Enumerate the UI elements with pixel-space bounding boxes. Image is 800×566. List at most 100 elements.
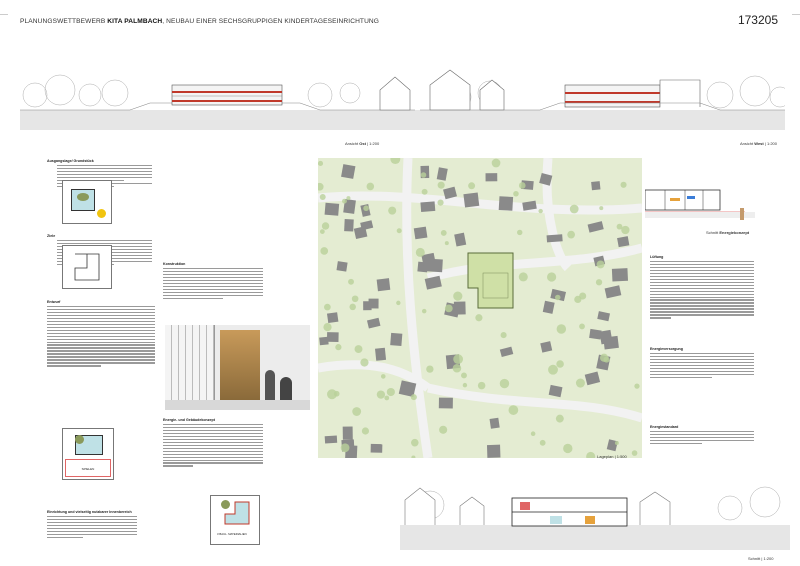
east-elevation-label: Ansicht Ost | 1:200 xyxy=(345,141,380,146)
energiestandard-section: Energiestandard xyxy=(650,425,754,444)
tree xyxy=(319,194,326,200)
neighbor-building xyxy=(498,196,514,211)
neighbor-building xyxy=(587,221,604,233)
crop-mark xyxy=(792,14,800,15)
tree xyxy=(320,247,329,255)
tree xyxy=(444,304,453,313)
neighbor-building xyxy=(366,317,381,329)
tree xyxy=(323,323,332,332)
section-energy-label: Schnitt Energiekonzept xyxy=(706,230,750,235)
tree xyxy=(361,427,370,435)
neighbor-building xyxy=(454,232,467,247)
tree xyxy=(348,278,354,285)
tree xyxy=(563,443,573,454)
heading: Energieversorgung xyxy=(650,347,683,351)
neighbor-building xyxy=(542,300,555,314)
tree xyxy=(366,182,375,191)
elevations-drawing xyxy=(20,69,785,130)
diagram-caption: 3 BAUL. MATERIALIEN xyxy=(217,532,247,536)
tree xyxy=(548,364,558,375)
tree xyxy=(453,354,464,365)
kita-building xyxy=(467,252,514,309)
tree xyxy=(318,182,324,191)
neighbor-building xyxy=(604,285,622,299)
east-elevation-building xyxy=(171,84,283,106)
neighbor-building xyxy=(546,234,563,243)
tree xyxy=(462,382,468,388)
tree xyxy=(360,358,369,367)
tree xyxy=(437,199,444,206)
neighbor-building xyxy=(324,435,338,444)
heading: Einrichtung und vielseitig nutzbarer Inn… xyxy=(47,510,132,514)
tree xyxy=(444,241,449,246)
neighbor-building xyxy=(376,278,391,292)
tree xyxy=(452,363,462,373)
tree xyxy=(556,324,567,334)
tree xyxy=(616,223,623,230)
tree xyxy=(621,225,630,235)
playground xyxy=(482,272,509,299)
tree xyxy=(396,228,402,234)
neighbor-building xyxy=(341,164,356,179)
tree xyxy=(596,260,605,269)
neighbor-building xyxy=(522,200,537,211)
building-section-drawing xyxy=(400,486,790,550)
road xyxy=(427,383,642,423)
einrichtung-section: Einrichtung und vielseitig nutzbarer Inn… xyxy=(47,510,137,538)
neighbor-building xyxy=(390,332,403,347)
road xyxy=(402,158,433,458)
lueftung-section: Lüftung xyxy=(650,255,754,319)
tree xyxy=(346,196,351,201)
tree xyxy=(508,405,519,415)
neighbor-building xyxy=(420,201,436,212)
tree xyxy=(574,295,582,304)
tree xyxy=(567,230,575,239)
neighbor-building xyxy=(463,192,480,208)
entry-number: 173205 xyxy=(737,13,778,27)
tree xyxy=(461,372,467,379)
tree xyxy=(386,387,395,397)
tree xyxy=(477,381,486,390)
massing-diagram xyxy=(62,245,112,289)
tree xyxy=(321,222,330,230)
neighbor-building xyxy=(540,341,553,353)
tree xyxy=(318,160,324,166)
tree xyxy=(468,182,476,190)
neighbor-building xyxy=(326,332,339,342)
tree xyxy=(599,353,609,362)
tree xyxy=(390,158,401,165)
tree xyxy=(420,172,427,178)
neighbor-building xyxy=(486,444,501,458)
tree xyxy=(500,332,507,339)
site-plan-label: Lageplan | 1:500 xyxy=(597,454,627,459)
spielen-label: SPIELEN xyxy=(65,459,111,477)
material-diagram: 3 BAUL. MATERIALIEN xyxy=(210,495,260,545)
tree xyxy=(538,208,543,214)
tree xyxy=(411,455,416,458)
neighbor-building xyxy=(443,186,458,200)
neighbor-building xyxy=(438,397,453,409)
neighbor-building xyxy=(548,384,563,398)
road xyxy=(426,243,642,283)
tree xyxy=(586,451,596,458)
tree xyxy=(556,360,564,368)
heading: Ausgangslage/ Grundstück xyxy=(47,159,94,163)
neighbor-building xyxy=(375,347,387,361)
neighbor-building xyxy=(617,236,630,248)
neighbor-building xyxy=(344,219,354,232)
neighbor-building xyxy=(591,181,601,191)
tree xyxy=(614,440,619,446)
tree xyxy=(396,300,401,306)
road xyxy=(318,360,431,392)
interior-perspective xyxy=(165,325,310,410)
energy-section-drawing xyxy=(645,189,755,220)
tree xyxy=(475,314,483,322)
tree xyxy=(599,206,604,211)
neighbor-building xyxy=(584,371,601,386)
neighbor-building xyxy=(485,173,498,182)
tree xyxy=(575,378,585,388)
neighbor-building xyxy=(398,380,417,398)
tree xyxy=(376,390,386,399)
tree xyxy=(415,247,425,257)
tree xyxy=(363,205,369,212)
